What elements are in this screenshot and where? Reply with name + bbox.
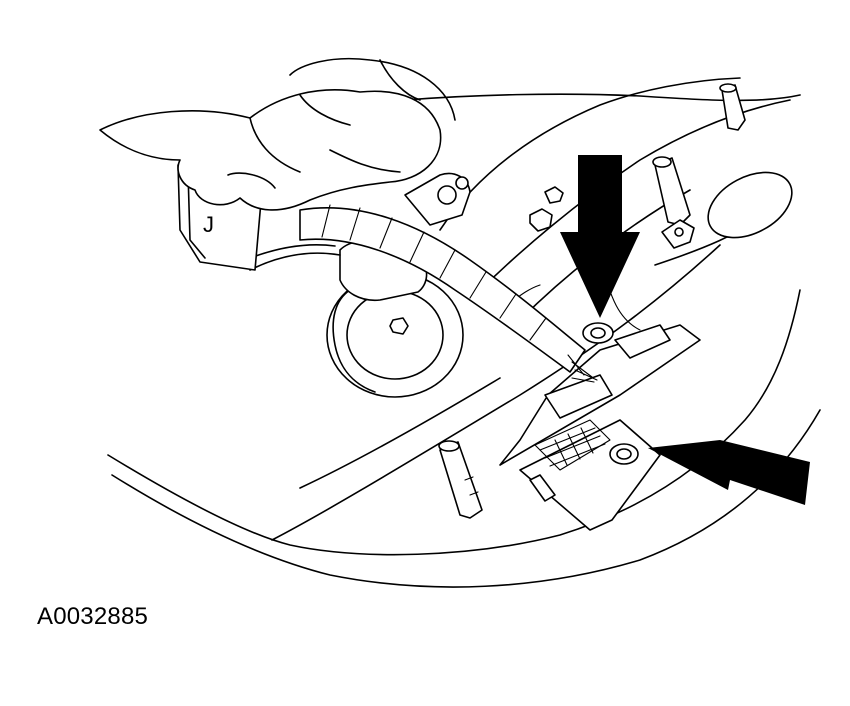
figure-id-label: A0032885 — [37, 603, 149, 630]
connector-module — [499, 324, 701, 531]
location-arrow — [560, 155, 640, 318]
panel-clip — [529, 186, 564, 232]
stud-peg — [438, 83, 746, 519]
oval-lens — [707, 171, 793, 239]
hand-icon — [99, 57, 456, 211]
location-arrow — [648, 440, 810, 505]
body-panel-outline — [107, 77, 821, 588]
plug-letter-mark: J — [203, 212, 214, 237]
screw-boss — [582, 322, 614, 344]
wiring-harness — [244, 204, 598, 383]
